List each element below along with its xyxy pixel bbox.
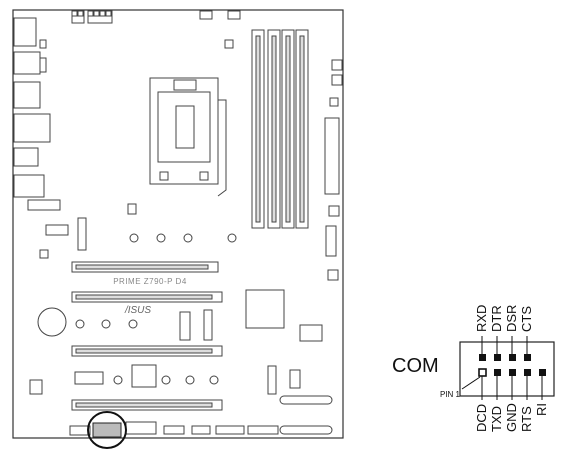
pin1-label: PIN 1: [440, 390, 461, 399]
side-connectors: [325, 205, 340, 281]
top-row-pins: [479, 354, 531, 361]
mounting-holes: [75, 233, 237, 385]
m2-slots: [279, 395, 333, 435]
rear-io-ports: [13, 17, 51, 198]
atx-power-connector: [324, 59, 343, 195]
pin-leader-lines: [461, 336, 543, 400]
cpu-power-connectors: [71, 10, 241, 49]
cpu-socket: [149, 77, 227, 197]
chipset-area: [27, 199, 323, 395]
com-highlight-circle: [87, 411, 127, 449]
pcie-slots: [71, 261, 223, 411]
board-brand-label: /ISUS: [124, 305, 151, 316]
com-header-on-board: [92, 422, 122, 438]
board-model-label: PRIME Z790-P D4: [113, 277, 187, 286]
com-label: COM: [392, 355, 439, 377]
memory-slots: [251, 29, 309, 229]
com-header-detail: [459, 336, 555, 400]
